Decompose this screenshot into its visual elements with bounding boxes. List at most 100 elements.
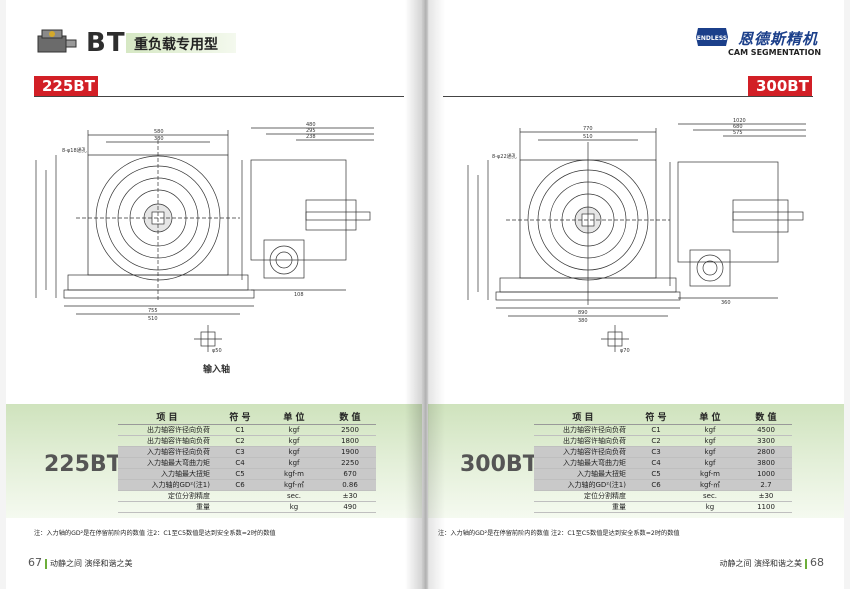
- model-badge: 225BT: [34, 76, 98, 96]
- spec-symbol: C2: [216, 435, 264, 447]
- spec-symbol: C1: [632, 424, 680, 436]
- spec-item: 入力轴最大弯曲力矩: [534, 457, 632, 469]
- header-rule: [443, 96, 813, 97]
- spec-item: 入力轴最大扭矩: [534, 468, 632, 480]
- spec-unit: kgf: [264, 446, 324, 458]
- spec-item: 出力轴容许径向负荷: [534, 424, 632, 436]
- spec-table-header: 项 目 符 号 单 位 数 值: [118, 410, 376, 425]
- footer-slogan: 动静之间 演绎和谐之美: [50, 559, 133, 568]
- spec-model-label: 300BT: [460, 452, 538, 477]
- spec-value: 3800: [740, 457, 792, 469]
- dim-label: 755: [148, 308, 158, 314]
- spec-item: 入力轴的GD²(注1): [534, 479, 632, 491]
- brand-logo-icon: ENDLESS: [696, 28, 728, 46]
- dim-label: 108: [294, 292, 304, 298]
- spec-table-header: 项 目 符 号 单 位 数 值: [534, 410, 792, 425]
- spec-value: 490: [324, 501, 376, 513]
- dim-label: 510: [148, 316, 158, 322]
- spec-value: 2500: [324, 424, 376, 436]
- spec-unit: sec.: [680, 490, 740, 502]
- footer-separator: [805, 558, 807, 569]
- spec-item: 出力轴容许径向负荷: [118, 424, 216, 436]
- header-rule: [34, 96, 404, 97]
- col-header: 项 目: [118, 410, 216, 425]
- dim-label: 8-φ18通孔: [62, 147, 87, 154]
- spec-symbol: C6: [216, 479, 264, 491]
- footnote: 注：入力轴的GD²是在停留前阶内的数值 注2：C1至C5数值是达到安全系数=2时…: [34, 530, 276, 537]
- dim-label: 580: [154, 129, 164, 135]
- indexer-product-icon: [37, 29, 77, 53]
- spec-item: 入力轴的GD²(注1): [118, 479, 216, 491]
- right-page: ENDLESS 恩德斯精机 CAM SEGMENTATION 300BT: [428, 0, 844, 589]
- spec-item: 重量: [534, 501, 632, 513]
- spec-value: 4500: [740, 424, 792, 436]
- technical-drawing: 580 380 8-φ18通孔 755 510 480 295 238 108 …: [6, 100, 422, 400]
- spec-unit: kgf: [264, 424, 324, 436]
- spec-symbol: C4: [216, 457, 264, 469]
- spec-value: 2250: [324, 457, 376, 469]
- spec-symbol: C2: [632, 435, 680, 447]
- spec-unit: kgf: [680, 457, 740, 469]
- spec-unit: sec.: [264, 490, 324, 502]
- title-highlight-bar: [126, 33, 236, 53]
- spec-item: 入力轴最大扭矩: [118, 468, 216, 480]
- drawing-300bt-svg: 770 510 8-φ22通孔 890 380 1020 680 575 360…: [467, 118, 806, 354]
- spec-symbol: C3: [216, 446, 264, 458]
- dim-label: φ70: [620, 348, 630, 354]
- spec-value: 1100: [740, 501, 792, 513]
- spec-value: 3300: [740, 435, 792, 447]
- dim-label: 360: [721, 300, 731, 306]
- spec-unit: kgf: [264, 457, 324, 469]
- spec-symbol: C5: [632, 468, 680, 480]
- spec-unit: kgf: [264, 435, 324, 447]
- dim-label: 890: [578, 310, 588, 316]
- spec-symbol: C4: [632, 457, 680, 469]
- spec-value: 1800: [324, 435, 376, 447]
- dim-label: 575: [733, 130, 743, 136]
- model-badge: 300BT: [748, 76, 812, 96]
- spec-symbol: [632, 501, 680, 513]
- drawing-caption: 输入轴: [203, 363, 230, 375]
- spec-value: ±30: [324, 490, 376, 502]
- left-page: BT 重负载专用型 225BT: [6, 0, 422, 589]
- dim-label: 295: [306, 128, 316, 134]
- footer-slogan: 动静之间 演绎和谐之美: [719, 559, 802, 568]
- spec-value: 1900: [324, 446, 376, 458]
- col-header: 单 位: [264, 410, 324, 425]
- spec-symbol: [216, 490, 264, 502]
- spec-unit: kgf-㎡: [264, 479, 324, 491]
- dim-label: 480: [306, 122, 316, 128]
- page-number: 67: [28, 556, 42, 569]
- col-header: 符 号: [632, 410, 680, 425]
- dim-label: 770: [583, 126, 593, 132]
- col-header: 数 值: [740, 410, 792, 425]
- spec-model-label: 225BT: [44, 452, 122, 477]
- col-header: 符 号: [216, 410, 264, 425]
- spec-symbol: C6: [632, 479, 680, 491]
- brand-logo-text: ENDLESS: [697, 35, 727, 42]
- page-footer: 67 动静之间 演绎和谐之美: [28, 556, 133, 569]
- spec-value: 2.7: [740, 479, 792, 491]
- dim-label: 238: [306, 134, 316, 140]
- spec-symbol: C5: [216, 468, 264, 480]
- dim-label: 1020: [733, 118, 746, 124]
- spec-unit: kgf-㎡: [680, 479, 740, 491]
- spec-unit: kg: [680, 501, 740, 513]
- spec-item: 重量: [118, 501, 216, 513]
- col-header: 单 位: [680, 410, 740, 425]
- dim-label: 510: [583, 134, 593, 140]
- col-header: 数 值: [324, 410, 376, 425]
- spec-item: 入力轴容许径向负荷: [118, 446, 216, 458]
